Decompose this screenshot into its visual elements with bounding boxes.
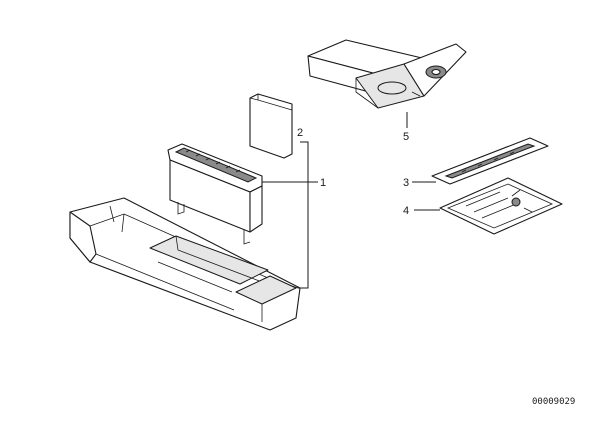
callout-5: 5 [403, 131, 409, 143]
callout-2: 2 [297, 127, 303, 139]
leader-lines [262, 112, 440, 289]
center-console-part[interactable] [69, 197, 301, 331]
cassette-box-part[interactable] [307, 39, 467, 109]
document-id: 00009029 [532, 397, 575, 407]
callout-4: 4 [403, 205, 409, 217]
mounting-plate-part[interactable] [439, 177, 563, 235]
slide-rail-part[interactable] [431, 137, 549, 185]
callout-3: 3 [403, 177, 409, 189]
cover-panel-part[interactable] [249, 93, 293, 159]
callout-1: 1 [320, 177, 326, 189]
storage-box-part[interactable] [167, 143, 263, 245]
